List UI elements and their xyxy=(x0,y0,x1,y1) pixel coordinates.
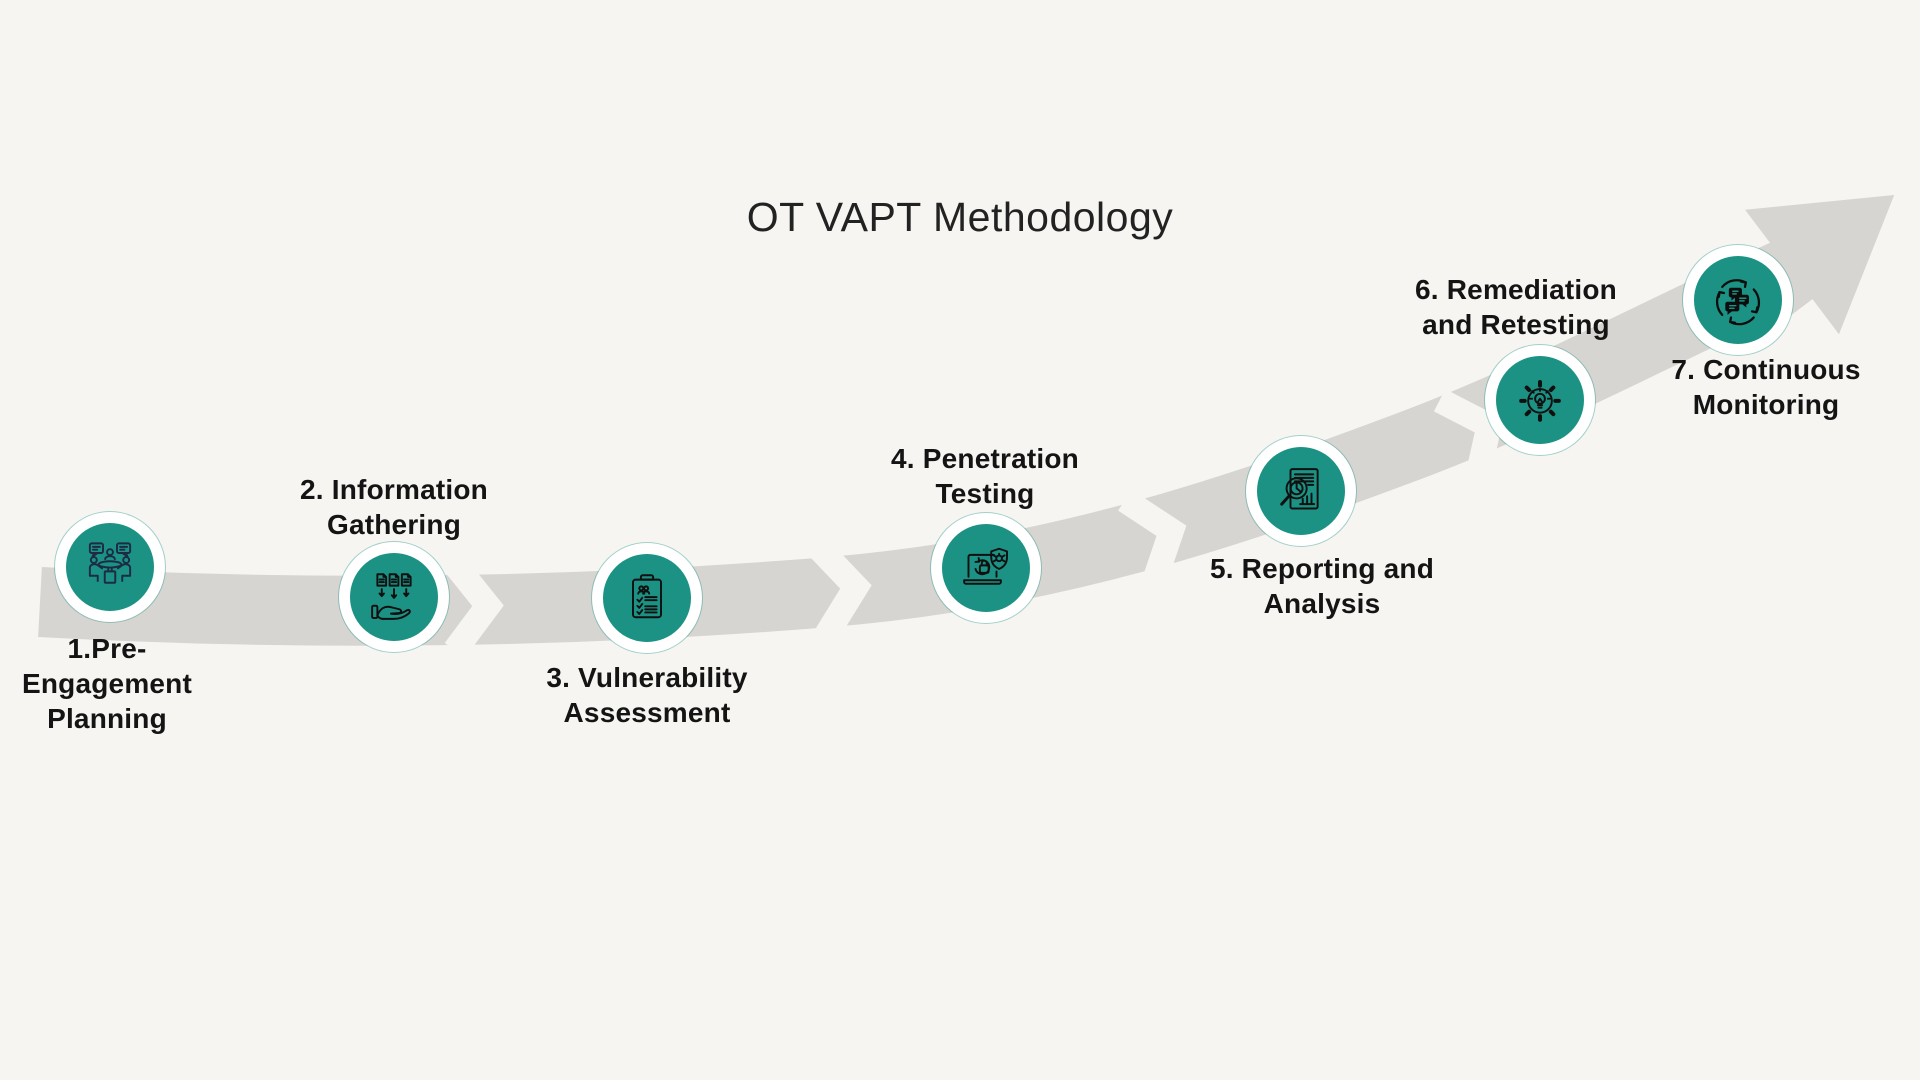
gear-lightbulb-icon xyxy=(1519,380,1561,422)
step-1-label: 1.Pre- Engagement Planning xyxy=(0,631,227,736)
step-6-circle xyxy=(1485,345,1595,455)
step-3-label-line: Assessment xyxy=(563,697,731,728)
step-5-label-line: Analysis xyxy=(1263,588,1381,619)
step-7-label: 7. Continuous Monitoring xyxy=(1626,352,1906,422)
clipboard-checklist-icon xyxy=(632,574,662,619)
laptop-shield-bug-icon xyxy=(963,547,1008,585)
step-6-circle-fill xyxy=(1496,356,1584,444)
diagram-title: OT VAPT Methodology xyxy=(746,194,1174,240)
meeting-table-icon xyxy=(88,542,132,584)
step-7-circle xyxy=(1683,245,1793,355)
step-4-circle-fill xyxy=(942,524,1030,612)
step-5-circle-fill xyxy=(1257,447,1345,535)
step-2-label: 2. Information Gathering xyxy=(264,472,524,542)
step-3-circle-fill xyxy=(603,554,691,642)
step-5-label: 5. Reporting and Analysis xyxy=(1172,551,1472,621)
step-6-label-line: and Retesting xyxy=(1422,309,1610,340)
step-6-label-line: 6. Remediation xyxy=(1415,274,1617,305)
step-2-label-line: 2. Information xyxy=(300,474,488,505)
step-5-circle xyxy=(1246,436,1356,546)
step-3-label: 3. Vulnerability Assessment xyxy=(507,660,787,730)
magnifier-report-icon xyxy=(1280,468,1319,510)
step-7-label-line: Monitoring xyxy=(1692,389,1840,420)
step-6-label: 6. Remediation and Retesting xyxy=(1366,272,1666,342)
step-7-circle-fill xyxy=(1694,256,1782,344)
arrow-gap-chevron xyxy=(808,538,872,641)
chat-cycle-icon xyxy=(1715,279,1761,326)
step-3-circle xyxy=(592,543,702,653)
step-2-label-line: Gathering xyxy=(326,509,462,540)
step-1-label-line: Planning xyxy=(47,703,167,734)
step-1-label-line: 1.Pre- xyxy=(67,633,147,664)
step-3-label-line: 3. Vulnerability xyxy=(546,662,748,693)
step-1-circle xyxy=(55,512,165,622)
step-2-circle xyxy=(339,542,449,652)
step-4-label: 4. Penetration Testing xyxy=(855,441,1115,511)
step-4-label-line: 4. Penetration xyxy=(891,443,1079,474)
step-4-label-line: Testing xyxy=(935,478,1035,509)
step-7-label-line: 7. Continuous xyxy=(1671,354,1861,385)
step-1-circle-fill xyxy=(66,523,154,611)
step-4-circle xyxy=(931,513,1041,623)
step-1-label-line: Engagement xyxy=(21,668,193,699)
arrow-gap-chevron xyxy=(1433,389,1504,483)
documents-into-hand-icon xyxy=(371,573,412,620)
arrow-gap-chevron xyxy=(443,554,504,658)
step-2-circle-fill xyxy=(350,553,438,641)
step-5-label-line: 5. Reporting and xyxy=(1209,553,1435,584)
arrow-gap-chevron xyxy=(1118,489,1187,588)
